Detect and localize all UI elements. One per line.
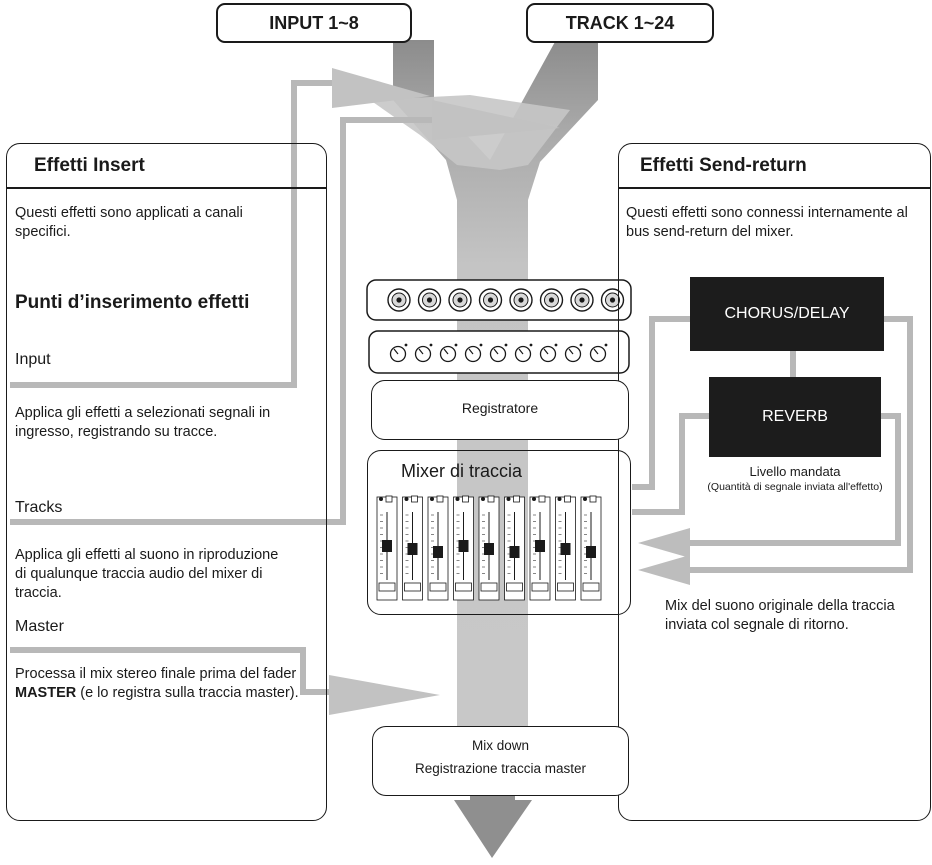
insert-tracks-arrowhead	[432, 100, 560, 140]
input-source-label: INPUT 1~8	[216, 3, 412, 43]
master-desc-before: Processa il mix stereo finale prima del …	[15, 666, 297, 682]
track-source-label: TRACK 1~24	[526, 3, 714, 43]
track-mixer-label: Mixer di traccia	[401, 461, 523, 481]
send-return-panel	[618, 143, 931, 821]
insert-point-master-desc: Processa il mix stereo finale prima del …	[15, 665, 300, 703]
insert-input-connector	[10, 80, 332, 388]
chorus-return-arrowhead	[638, 555, 690, 585]
chorus-delay-effect: CHORUS/DELAY	[690, 277, 884, 351]
mixdown-box: Mix down Registrazione traccia master	[372, 726, 629, 796]
reverb-return-arrowhead	[638, 528, 690, 558]
track-mixer-box: Mixer di traccia	[367, 450, 631, 615]
send-return-description: Questi effetti sono connessi internament…	[626, 205, 908, 240]
send-chorus-connector	[632, 316, 913, 573]
master-fader-label: MASTER	[15, 685, 77, 701]
recorder-label: Registratore	[461, 400, 539, 416]
input-jacks-panel	[366, 279, 632, 321]
channel-fader-icon	[376, 495, 602, 601]
insert-tracks-connector	[10, 117, 432, 525]
gain-knob-icon	[389, 343, 608, 363]
send-level-label: Livello mandata	[749, 464, 841, 479]
recorder-box: Registratore	[371, 380, 629, 440]
insert-input-arrowhead	[332, 68, 430, 108]
insert-master-connector	[10, 647, 329, 695]
master-desc-after: (e lo registra sulla traccia master).	[76, 685, 299, 701]
insert-master-arrowhead	[329, 675, 440, 715]
reverb-effect: REVERB	[709, 377, 881, 457]
send-title-rule	[618, 187, 930, 189]
insert-description: Questi effetti sono applicati a canali s…	[15, 205, 243, 240]
master-record-label: Registrazione traccia master	[414, 761, 587, 776]
insert-point-input-desc: Applica gli effetti a selezionati segnal…	[15, 405, 271, 440]
insert-title-rule	[6, 187, 326, 189]
insert-point-master-name: Master	[15, 618, 64, 635]
send-return-title: Effetti Send-return	[640, 155, 807, 176]
output-arrow	[454, 790, 532, 858]
insert-point-tracks-desc: Applica gli effetti al suono in riproduz…	[15, 547, 279, 601]
gain-knobs-panel	[368, 330, 630, 374]
insertion-points-heading: Punti d’inserimento effetti	[15, 292, 250, 313]
insert-effects-title: Effetti Insert	[34, 155, 145, 176]
send-level-note: (Quantità di segnale inviata all'effetto…	[707, 481, 883, 493]
send-reverb-connector	[632, 413, 901, 546]
mixdown-label: Mix down	[471, 738, 530, 753]
insert-point-input-name: Input	[15, 351, 51, 368]
return-mix-note: Mix del suono originale della traccia in…	[665, 598, 895, 633]
insert-point-tracks-name: Tracks	[15, 499, 63, 516]
insert-effects-panel	[6, 143, 327, 821]
